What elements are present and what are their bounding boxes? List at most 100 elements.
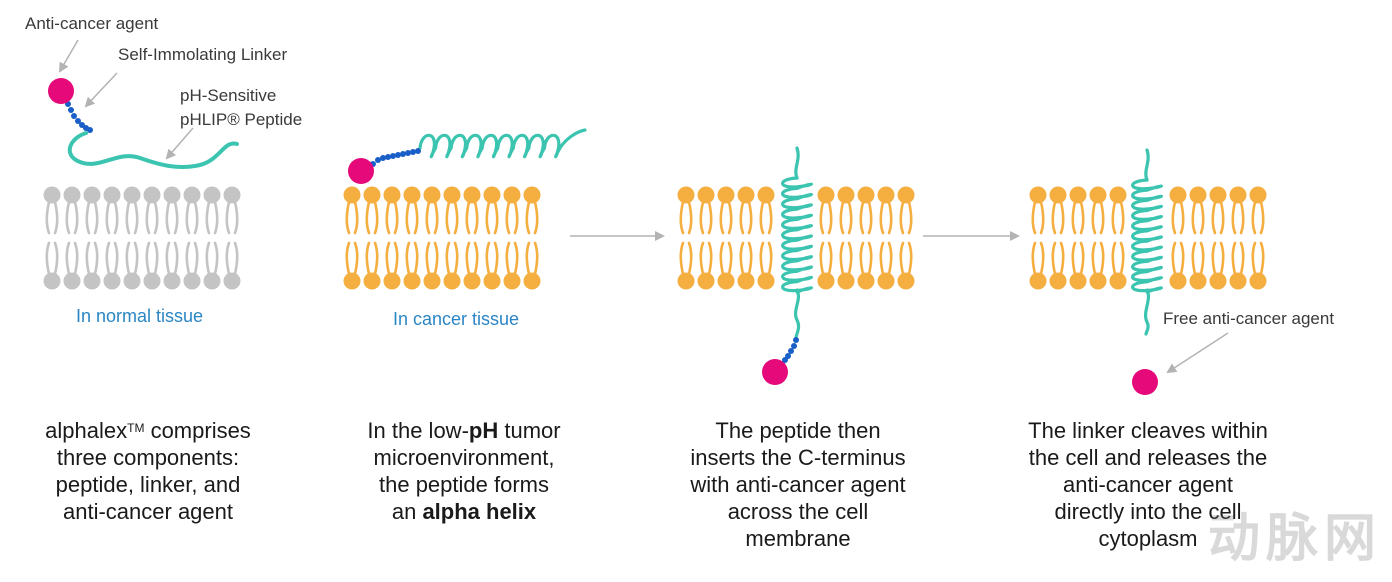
- lipid-head: [183, 186, 201, 204]
- lipid-tail: [53, 241, 59, 276]
- lipid-tail: [767, 200, 773, 235]
- lipid-tail: [413, 200, 419, 235]
- linker-bead: [380, 155, 386, 161]
- lipid-head: [443, 272, 461, 290]
- lipid-head: [1249, 272, 1267, 290]
- lipid-head: [463, 272, 481, 290]
- lipid-tail: [185, 200, 191, 235]
- caption-4-line: The linker cleaves within: [1028, 418, 1268, 443]
- lipid-tail: [1199, 241, 1205, 276]
- caption-1-line: peptide, linker, and: [55, 472, 241, 497]
- linker-bead: [385, 154, 391, 160]
- lipid-tail: [899, 200, 905, 235]
- lipid-tail: [699, 241, 705, 276]
- lipid-head: [877, 272, 895, 290]
- lipid-tail: [759, 200, 765, 235]
- lipid-head: [43, 186, 61, 204]
- peptide-tail-bottom-3: [793, 288, 801, 340]
- membrane-peptide-inserted: [677, 186, 915, 290]
- lipid-tail: [105, 200, 111, 235]
- lipid-tail: [425, 241, 431, 276]
- lipid-head: [697, 186, 715, 204]
- lipid-tail: [493, 241, 499, 276]
- lipid-tail: [1191, 200, 1197, 235]
- lipid-tail: [1039, 200, 1045, 235]
- label-peptide-line2: pHLIP® Peptide: [180, 110, 303, 129]
- caption-step-3: The peptide then inserts the C-terminus …: [658, 417, 938, 552]
- lipid-head: [1189, 186, 1207, 204]
- lipid-tail: [465, 200, 471, 235]
- lipid-tail: [105, 241, 111, 276]
- lipid-head: [183, 272, 201, 290]
- label-peptide-line1: pH-Sensitive: [180, 86, 277, 105]
- lipid-tail: [1239, 200, 1245, 235]
- lipid-head: [143, 186, 161, 204]
- lipid-tail: [887, 241, 893, 276]
- lipid-tail: [433, 241, 439, 276]
- lipid-tail: [719, 241, 725, 276]
- lipid-tail: [65, 241, 71, 276]
- lipid-head: [737, 272, 755, 290]
- lipid-head: [1029, 272, 1047, 290]
- lipid-head: [1229, 272, 1247, 290]
- lipid-head: [877, 186, 895, 204]
- label-anti-cancer-agent: Anti-cancer agent: [25, 14, 159, 33]
- lipid-tail: [433, 200, 439, 235]
- lipid-tail: [879, 241, 885, 276]
- lipid-tail: [859, 241, 865, 276]
- lipid-head: [1189, 272, 1207, 290]
- lipid-head: [1209, 272, 1227, 290]
- lipid-head: [363, 272, 381, 290]
- lipid-head: [83, 272, 101, 290]
- lipid-tail: [393, 241, 399, 276]
- lipid-tail: [819, 200, 825, 235]
- lipid-head: [123, 186, 141, 204]
- lipid-tail: [385, 200, 391, 235]
- lipid-head: [83, 186, 101, 204]
- lipid-tail: [413, 241, 419, 276]
- lipid-tail: [1031, 200, 1037, 235]
- lipid-head: [757, 272, 775, 290]
- lipid-tail: [1259, 241, 1265, 276]
- free-anti-cancer-agent: [1132, 369, 1158, 395]
- lipid-tail: [1059, 200, 1065, 235]
- lipid-tail: [1171, 241, 1177, 276]
- caption-3-line: membrane: [745, 526, 851, 551]
- lipid-tail: [1219, 241, 1225, 276]
- lipid-tail: [907, 241, 913, 276]
- anti-cancer-agent-normal: [48, 78, 74, 104]
- linker-bead: [400, 151, 406, 157]
- linker-bead: [375, 157, 381, 163]
- lipid-tail: [1039, 241, 1045, 276]
- lipid-head: [1109, 186, 1127, 204]
- lipid-tail: [473, 200, 479, 235]
- lipid-tail: [707, 200, 713, 235]
- linker-bead: [68, 107, 74, 113]
- caption-2-text: an: [391, 499, 423, 524]
- lipid-head: [857, 272, 875, 290]
- peptide-chain-normal: [67, 131, 239, 169]
- alpha-helix-cancer: [418, 128, 587, 159]
- lipid-tail: [1051, 200, 1057, 235]
- caption-2-bold: alpha helix: [422, 499, 537, 524]
- lipid-head: [143, 272, 161, 290]
- lipid-tail: [827, 241, 833, 276]
- lipid-tail: [385, 241, 391, 276]
- lipid-tail: [1071, 200, 1077, 235]
- lipid-tail: [1199, 200, 1205, 235]
- lipid-tail: [1231, 241, 1237, 276]
- lipid-tail: [125, 241, 131, 276]
- lipid-head: [717, 186, 735, 204]
- pointer-anti-cancer-agent: [58, 39, 79, 73]
- lipid-tail: [1031, 241, 1037, 276]
- linker-bead: [390, 153, 396, 159]
- lipid-tail: [1111, 200, 1117, 235]
- linker-bead: [791, 343, 797, 349]
- lipid-tail: [205, 241, 211, 276]
- lipid-tail: [533, 200, 539, 235]
- lipid-head: [483, 186, 501, 204]
- lipid-tail: [73, 200, 79, 235]
- caption-4-line: cytoplasm: [1098, 526, 1198, 551]
- lipid-head: [403, 272, 421, 290]
- lipid-head: [1029, 186, 1047, 204]
